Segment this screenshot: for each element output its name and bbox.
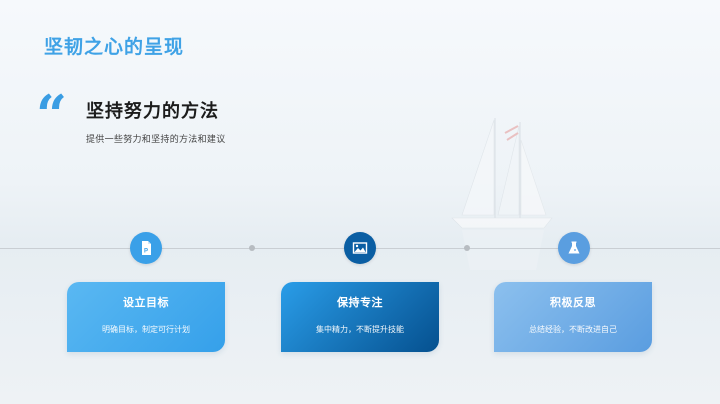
svg-text:P: P bbox=[144, 249, 148, 255]
timeline-dot bbox=[249, 245, 255, 251]
card-set-goals[interactable]: 设立目标 明确目标，制定可行计划 bbox=[67, 282, 225, 352]
card-title: 设立目标 bbox=[123, 296, 169, 309]
card-stay-focused[interactable]: 保持专注 集中精力，不断提升技能 bbox=[281, 282, 439, 352]
card-reflect[interactable]: 积极反思 总结经验，不断改进自己 bbox=[494, 282, 652, 352]
card-title: 保持专注 bbox=[337, 296, 383, 309]
quote-icon: “ bbox=[36, 83, 67, 147]
card-title: 积极反思 bbox=[550, 296, 596, 309]
image-icon bbox=[352, 242, 368, 254]
sailboat-illustration bbox=[451, 118, 553, 270]
card-description: 总结经验，不断改进自己 bbox=[529, 325, 617, 334]
timeline-node-3[interactable] bbox=[558, 232, 590, 264]
document-icon: P bbox=[142, 241, 151, 255]
section-subtitle: 提供一些努力和坚持的方法和建议 bbox=[86, 135, 226, 145]
timeline-node-2[interactable] bbox=[344, 232, 376, 264]
timeline-node-1[interactable]: P bbox=[130, 232, 162, 264]
section-title: 坚持努力的方法 bbox=[86, 101, 219, 122]
card-description: 明确目标，制定可行计划 bbox=[102, 325, 190, 334]
flask-icon bbox=[568, 241, 580, 254]
page-title: 坚韧之心的呈现 bbox=[44, 36, 185, 58]
card-description: 集中精力，不断提升技能 bbox=[316, 325, 404, 334]
timeline-dot bbox=[464, 245, 470, 251]
